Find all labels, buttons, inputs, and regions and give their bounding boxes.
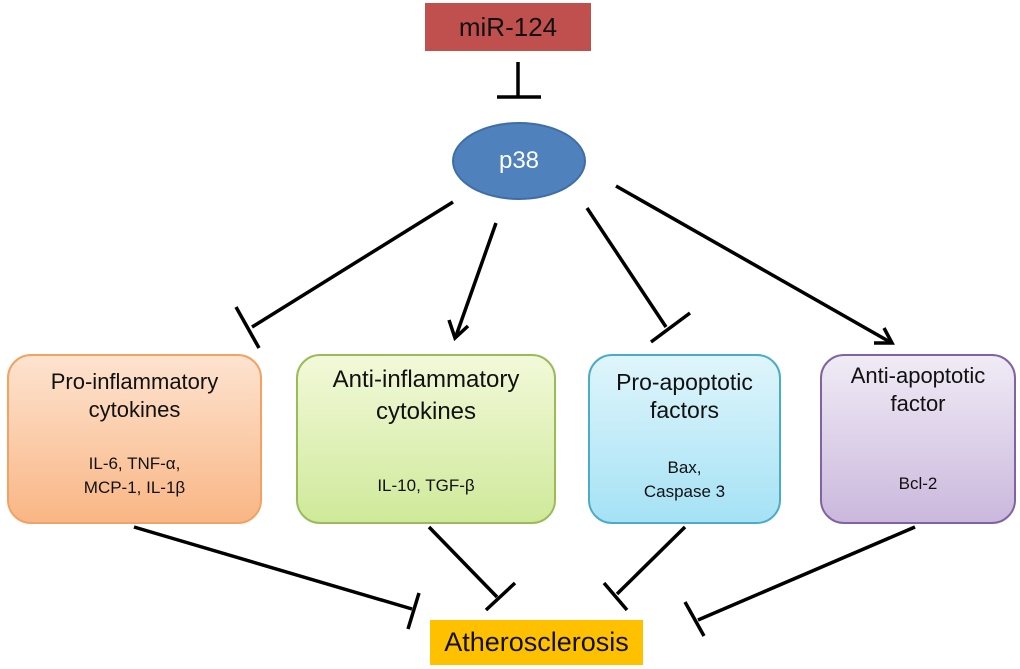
mir-124-node: miR-124 [425, 3, 591, 51]
box-detail-line: IL-6, TNF-α, [88, 454, 181, 473]
edge-mir124-inhibits-p38 [497, 62, 541, 99]
box-title-line: cytokines [375, 398, 477, 425]
pro-inflammatory-cytokines-box: Pro-inflammatory cytokines IL-6, TNF-α, … [7, 354, 262, 524]
edge-p38-activates-anti-inflammatory [447, 222, 498, 342]
box-detail-line: MCP-1, IL-1β [83, 478, 186, 497]
edge-anti-apoptotic-inhibits-atherosclerosis [683, 525, 916, 637]
edge-p38-inhibits-pro-inflammatory [234, 200, 454, 349]
box-detail-line: Caspase 3 [643, 482, 726, 501]
box-title-line: cytokines [88, 397, 181, 422]
anti-apoptotic-factor-box: Anti-apoptotic factor Bcl-2 [820, 354, 1016, 524]
anti-inflammatory-cytokines-box: Anti-inflammatory cytokines IL-10, TGF-β [296, 354, 556, 524]
box-title: Anti-inflammatory cytokines [298, 364, 554, 428]
edge-p38-activates-anti-apoptotic [615, 184, 895, 345]
edge-pro-apoptotic-inhibits-atherosclerosis [602, 525, 687, 612]
box-detail: IL-10, TGF-β [298, 474, 554, 498]
box-title: Pro-apoptotic factors [590, 368, 779, 424]
box-title-line: Anti-apoptotic [850, 363, 986, 388]
pro-apoptotic-factors-box: Pro-apoptotic factors Bax, Caspase 3 [588, 354, 781, 524]
box-title-line: Anti-inflammatory [332, 366, 520, 393]
box-title: Anti-apoptotic factor [822, 362, 1014, 418]
box-detail-line: IL-10, TGF-β [377, 476, 475, 495]
box-title-line: factor [890, 391, 946, 416]
box-title-line: Pro-inflammatory [50, 369, 219, 394]
box-detail: Bax, Caspase 3 [590, 456, 779, 504]
atherosclerosis-node: Atherosclerosis [430, 620, 643, 665]
p38-node: p38 [452, 122, 586, 200]
box-detail: Bcl-2 [822, 472, 1014, 496]
edge-pro-inflammatory-inhibits-atherosclerosis [133, 525, 421, 630]
box-detail-line: Bax, [667, 458, 702, 477]
box-detail: IL-6, TNF-α, MCP-1, IL-1β [9, 452, 260, 500]
box-title-line: Pro-apoptotic [616, 369, 753, 395]
box-title-line: factors [649, 397, 720, 423]
box-detail-line: Bcl-2 [898, 474, 938, 493]
box-title: Pro-inflammatory cytokines [9, 368, 260, 424]
edge-p38-inhibits-pro-apoptotic [585, 207, 692, 344]
edge-anti-inflammatory-inhibits-atherosclerosis [427, 525, 517, 612]
